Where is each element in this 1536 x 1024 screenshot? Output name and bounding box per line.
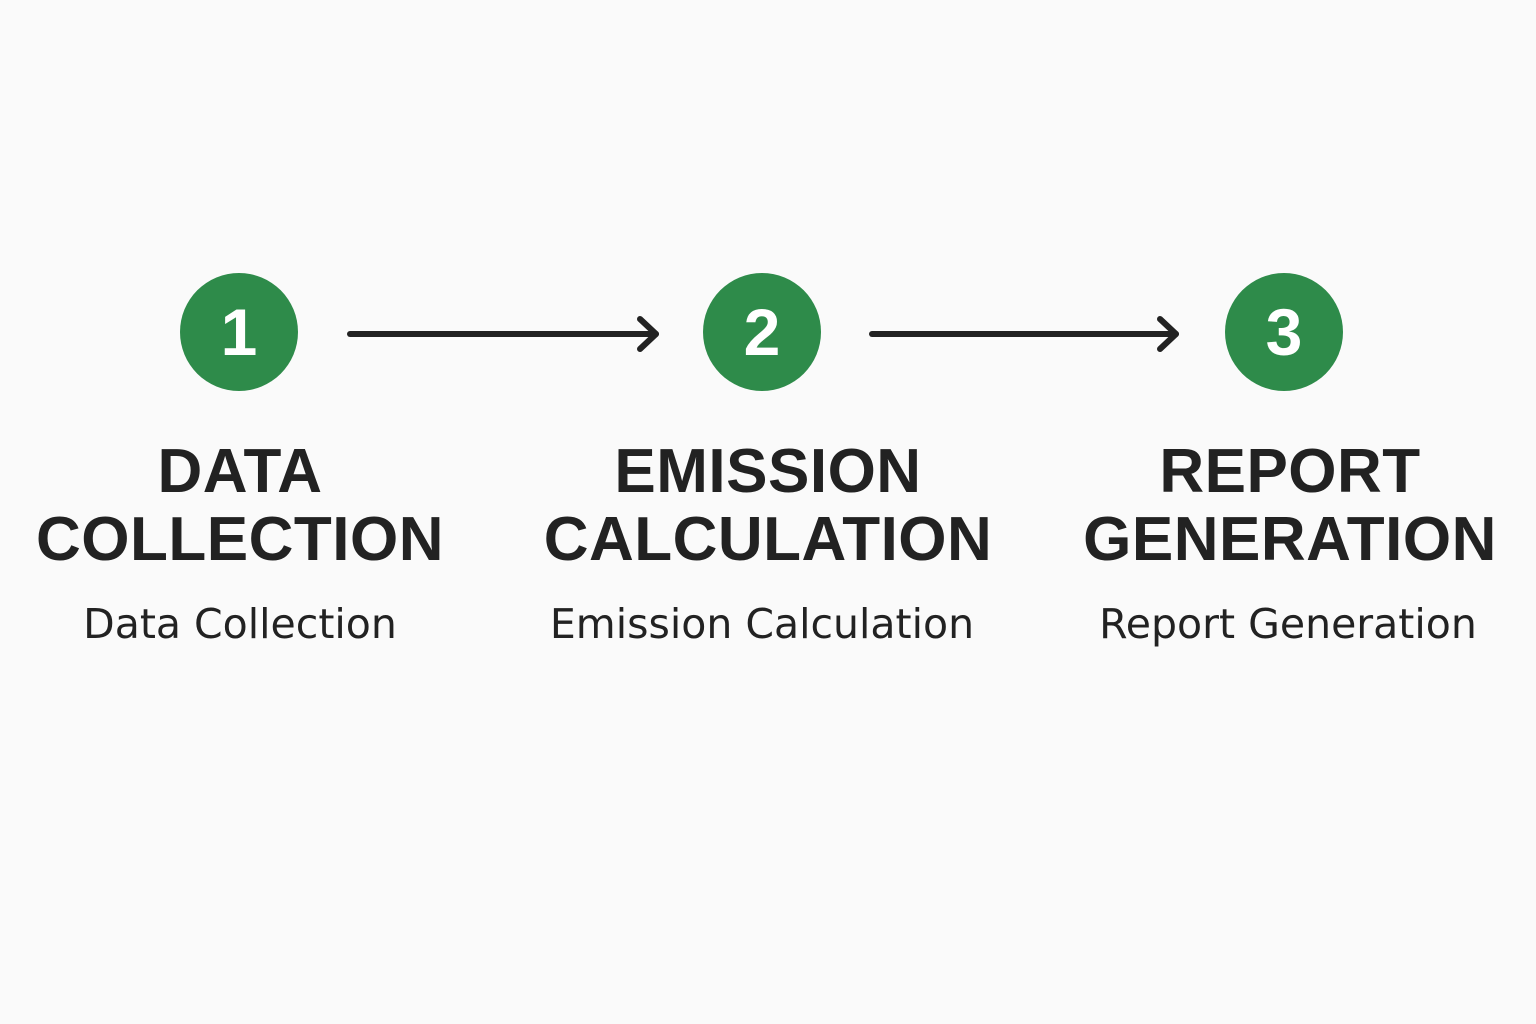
step-2-number-circle: 2	[703, 273, 821, 391]
step-3-number: 3	[1265, 295, 1303, 369]
step-3-number-circle: 3	[1225, 273, 1343, 391]
step-1-title-line-1: DATA	[157, 437, 323, 506]
arrow-right-icon	[347, 316, 659, 352]
step-3-title-line-2: GENERATION	[1083, 505, 1497, 574]
step-1-subtitle: Data Collection	[83, 600, 397, 648]
step-3-title-line-1: REPORT	[1159, 437, 1421, 506]
step-2-subtitle: Emission Calculation	[549, 600, 975, 648]
arrow-right-icon	[869, 316, 1179, 352]
step-2-title-line-2: CALCULATION	[543, 505, 993, 574]
step-1-title: DATA COLLECTION	[0, 438, 500, 574]
step-2-title-line-1: EMISSION	[614, 437, 922, 506]
step-1-number-circle: 1	[180, 273, 298, 391]
step-3-subtitle: Report Generation	[1099, 600, 1477, 648]
step-2-number: 2	[743, 295, 781, 369]
step-2-title: EMISSION CALCULATION	[508, 438, 1028, 574]
step-1-number: 1	[220, 295, 258, 369]
step-1-title-line-2: COLLECTION	[36, 505, 444, 574]
step-3-title: REPORT GENERATION	[1030, 438, 1536, 574]
